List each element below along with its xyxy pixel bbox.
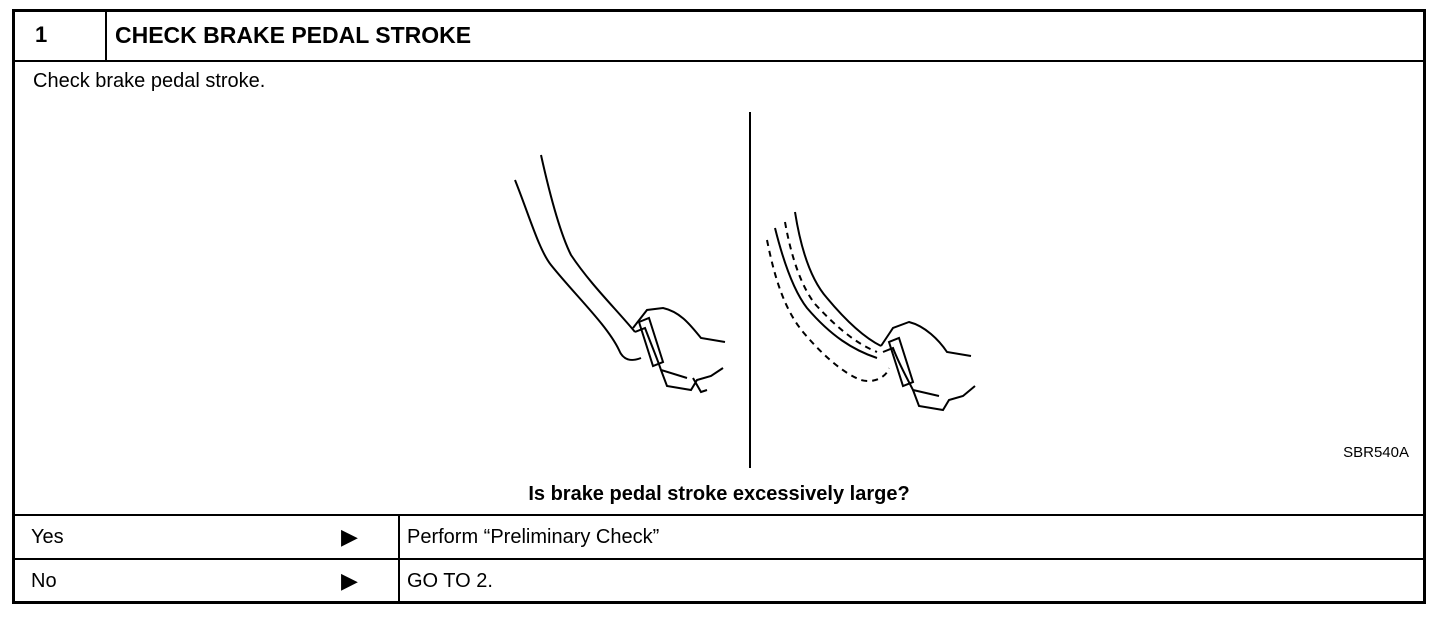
answer-label: No	[31, 570, 57, 592]
step-instruction: Check brake pedal stroke.	[33, 70, 266, 92]
answer-label: Yes	[31, 526, 64, 548]
decision-question: Is brake pedal stroke excessively large?	[528, 483, 910, 505]
procedure-table: 1 CHECK BRAKE PEDAL STROKE Check brake p…	[12, 9, 1426, 604]
answer-action: GO TO 2.	[407, 570, 493, 592]
answer-row-yes: Yes ▶ Perform “Preliminary Check”	[15, 514, 1423, 558]
step-number: 1	[15, 12, 107, 60]
arrow-right-icon: ▶	[341, 568, 358, 593]
brake-pedal-illustration	[514, 112, 976, 468]
step-header: 1 CHECK BRAKE PEDAL STROKE	[15, 12, 1423, 62]
figure-code: SBR540A	[1343, 444, 1409, 461]
answer-row-no: No ▶ GO TO 2.	[15, 558, 1423, 602]
column-divider	[398, 560, 400, 602]
pedal-normal-figure	[514, 154, 726, 394]
column-divider	[398, 516, 400, 558]
pedal-pressed-figure	[766, 211, 976, 412]
answer-rows: Yes ▶ Perform “Preliminary Check” No ▶ G…	[15, 514, 1423, 602]
answer-action: Perform “Preliminary Check”	[407, 526, 660, 548]
arrow-right-icon: ▶	[341, 524, 358, 549]
step-title: CHECK BRAKE PEDAL STROKE	[115, 22, 472, 48]
